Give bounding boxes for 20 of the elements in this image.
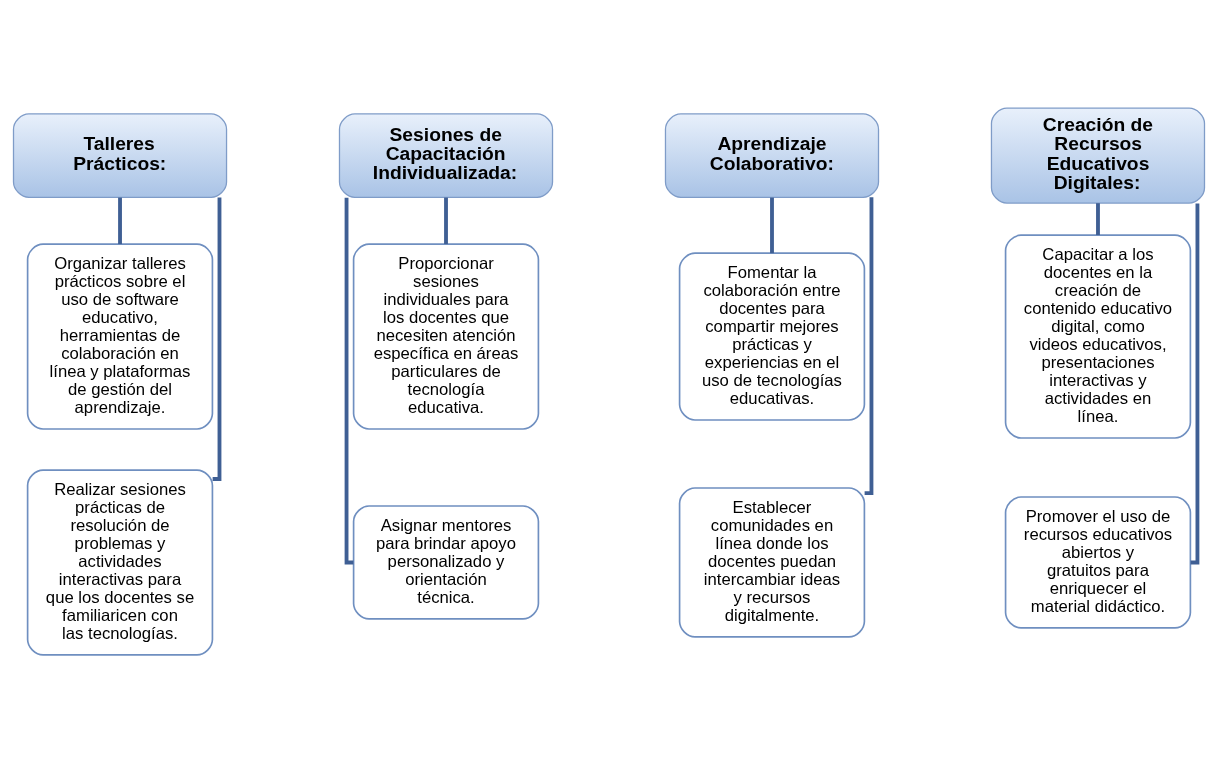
node-box: Talleres Prácticos: <box>12 113 228 198</box>
node-box: Establecer comunidades en línea donde los docentes puedan intercambiar ideas y recursos digitalmente. <box>678 487 866 638</box>
connector <box>1190 203 1200 565</box>
connector <box>770 197 774 254</box>
node-box: Proporcionar sesiones individuales para los docentes que necesiten atención específica en áreas particulares de tecnología educativa. <box>352 243 540 430</box>
connector <box>444 197 448 245</box>
connector <box>118 197 122 245</box>
node-box: Promover el uso de recursos educativos abiertos y gratuitos para enriquecer el material didáctico. <box>1004 496 1192 629</box>
node-box: Asignar mentores para brindar apoyo personalizado y orientación técnica. <box>352 505 540 620</box>
node-box: Sesiones de Capacitación Individualizada: <box>338 113 554 198</box>
connector <box>212 197 222 481</box>
node-box: Aprendizaje Colaborativo: <box>664 113 880 198</box>
node-box: Fomentar la colaboración entre docentes para compartir mejores prácticas y experiencias en el uso de tecnologías educativas. <box>678 252 866 421</box>
connector <box>344 197 354 565</box>
connector <box>864 197 874 496</box>
node-box: Capacitar a los docentes en la creación de contenido educativo digital, como videos educativos, presentaciones interactivas y actividades en línea. <box>1004 234 1192 439</box>
node-box: Organizar talleres prácticos sobre el uso de software educativo, herramientas de colaboración en línea y plataformas de gestión del aprendizaje. <box>26 243 214 430</box>
connector <box>1096 203 1100 236</box>
node-box: Realizar sesiones prácticas de resolución de problemas y actividades interactivas para que los docentes se familiaricen con las tecnologías. <box>26 469 214 656</box>
node-box: Creación de Recursos Educativos Digitales: <box>990 107 1206 204</box>
